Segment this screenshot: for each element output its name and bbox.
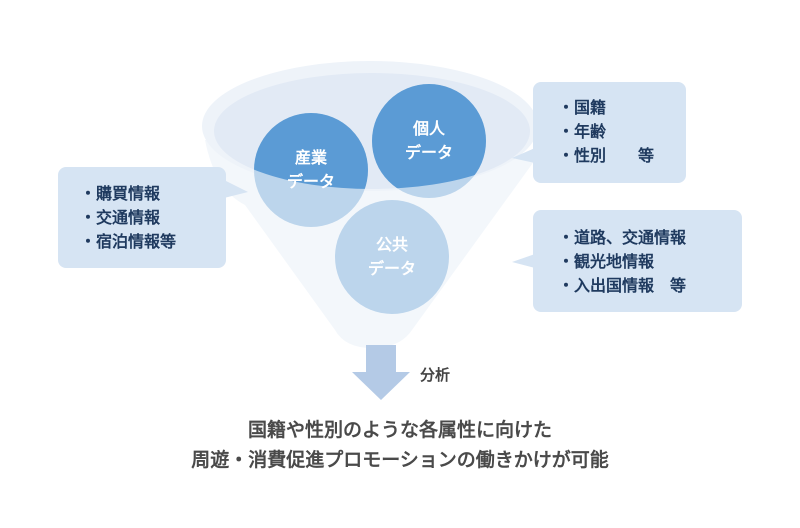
right-top-bubble-bg bbox=[533, 82, 686, 183]
personal-data-label: 個人 データ bbox=[372, 117, 486, 165]
right-bottom-bubble-bg bbox=[533, 210, 742, 312]
industry-data-label: 産業 データ bbox=[254, 146, 368, 194]
personal-bubble: ・国籍 ・年齢 ・性別 等 bbox=[558, 96, 654, 168]
public-data-label: 公共 データ bbox=[335, 233, 449, 281]
down-arrow bbox=[352, 345, 410, 400]
public-bubble: ・道路、交通情報 ・観光地情報 ・入出国情報 等 bbox=[558, 226, 686, 298]
label-line: データ bbox=[286, 172, 335, 191]
bubble-item: ・入出国情報 等 bbox=[558, 276, 687, 295]
bubble-item: ・性別 等 bbox=[558, 146, 655, 165]
label-line: 産業 bbox=[294, 148, 327, 167]
bubble-item: ・交通情報 bbox=[80, 208, 161, 227]
label-line: データ bbox=[404, 143, 453, 162]
label-line: 公共 bbox=[375, 235, 408, 254]
result-line-1: 国籍や性別のような各属性に向けた bbox=[247, 419, 552, 441]
bubble-item: ・購買情報 bbox=[80, 184, 161, 203]
industry-bubble: ・購買情報 ・交通情報 ・宿泊情報等 bbox=[80, 182, 176, 254]
public-circle bbox=[335, 200, 449, 314]
bubble-item: ・宿泊情報等 bbox=[80, 232, 177, 251]
bubble-item: ・観光地情報 bbox=[558, 252, 655, 271]
bubble-item: ・国籍 bbox=[558, 98, 607, 117]
label-line: 個人 bbox=[412, 119, 445, 138]
analysis-label: 分析 bbox=[420, 366, 451, 384]
bubble-item: ・道路、交通情報 bbox=[558, 228, 687, 247]
left-bubble-bg bbox=[58, 167, 226, 268]
label-line: データ bbox=[367, 259, 416, 278]
bubble-item: ・年齢 bbox=[558, 122, 607, 141]
result-line-2: 周遊・消費促進プロモーションの働きかけが可能 bbox=[191, 449, 609, 471]
